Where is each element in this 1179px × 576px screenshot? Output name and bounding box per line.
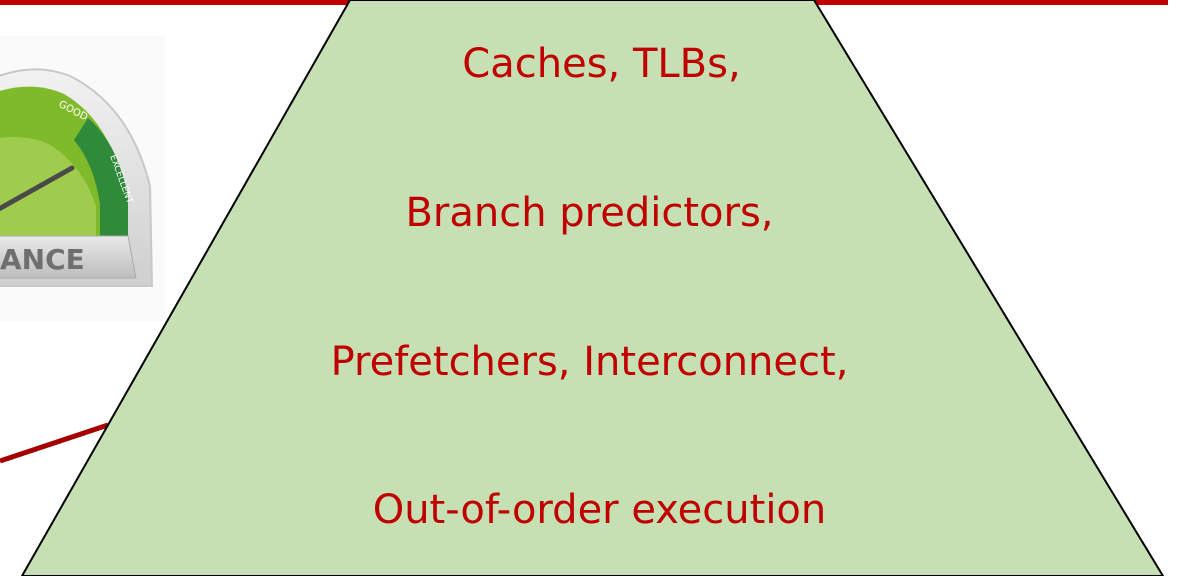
connector-line — [0, 422, 109, 464]
hardware-pyramid — [20, 0, 1165, 576]
performance-gauge-image: GOOD EXCELLENT ANCE — [0, 36, 166, 321]
gauge-excellent-zone — [74, 118, 128, 236]
pyramid-line-caches: Caches, TLBs, — [462, 41, 741, 87]
pyramid-line-ooo-execution: Out-of-order execution — [372, 487, 827, 533]
gauge-label-plate — [0, 235, 137, 279]
gauge-label-performance: ANCE — [0, 243, 85, 276]
pyramid-line-prefetchers: Prefetchers, Interconnect, — [330, 339, 849, 385]
gauge-needle — [0, 165, 75, 212]
pyramid-line-branch-predictors: Branch predictors, — [405, 190, 774, 236]
